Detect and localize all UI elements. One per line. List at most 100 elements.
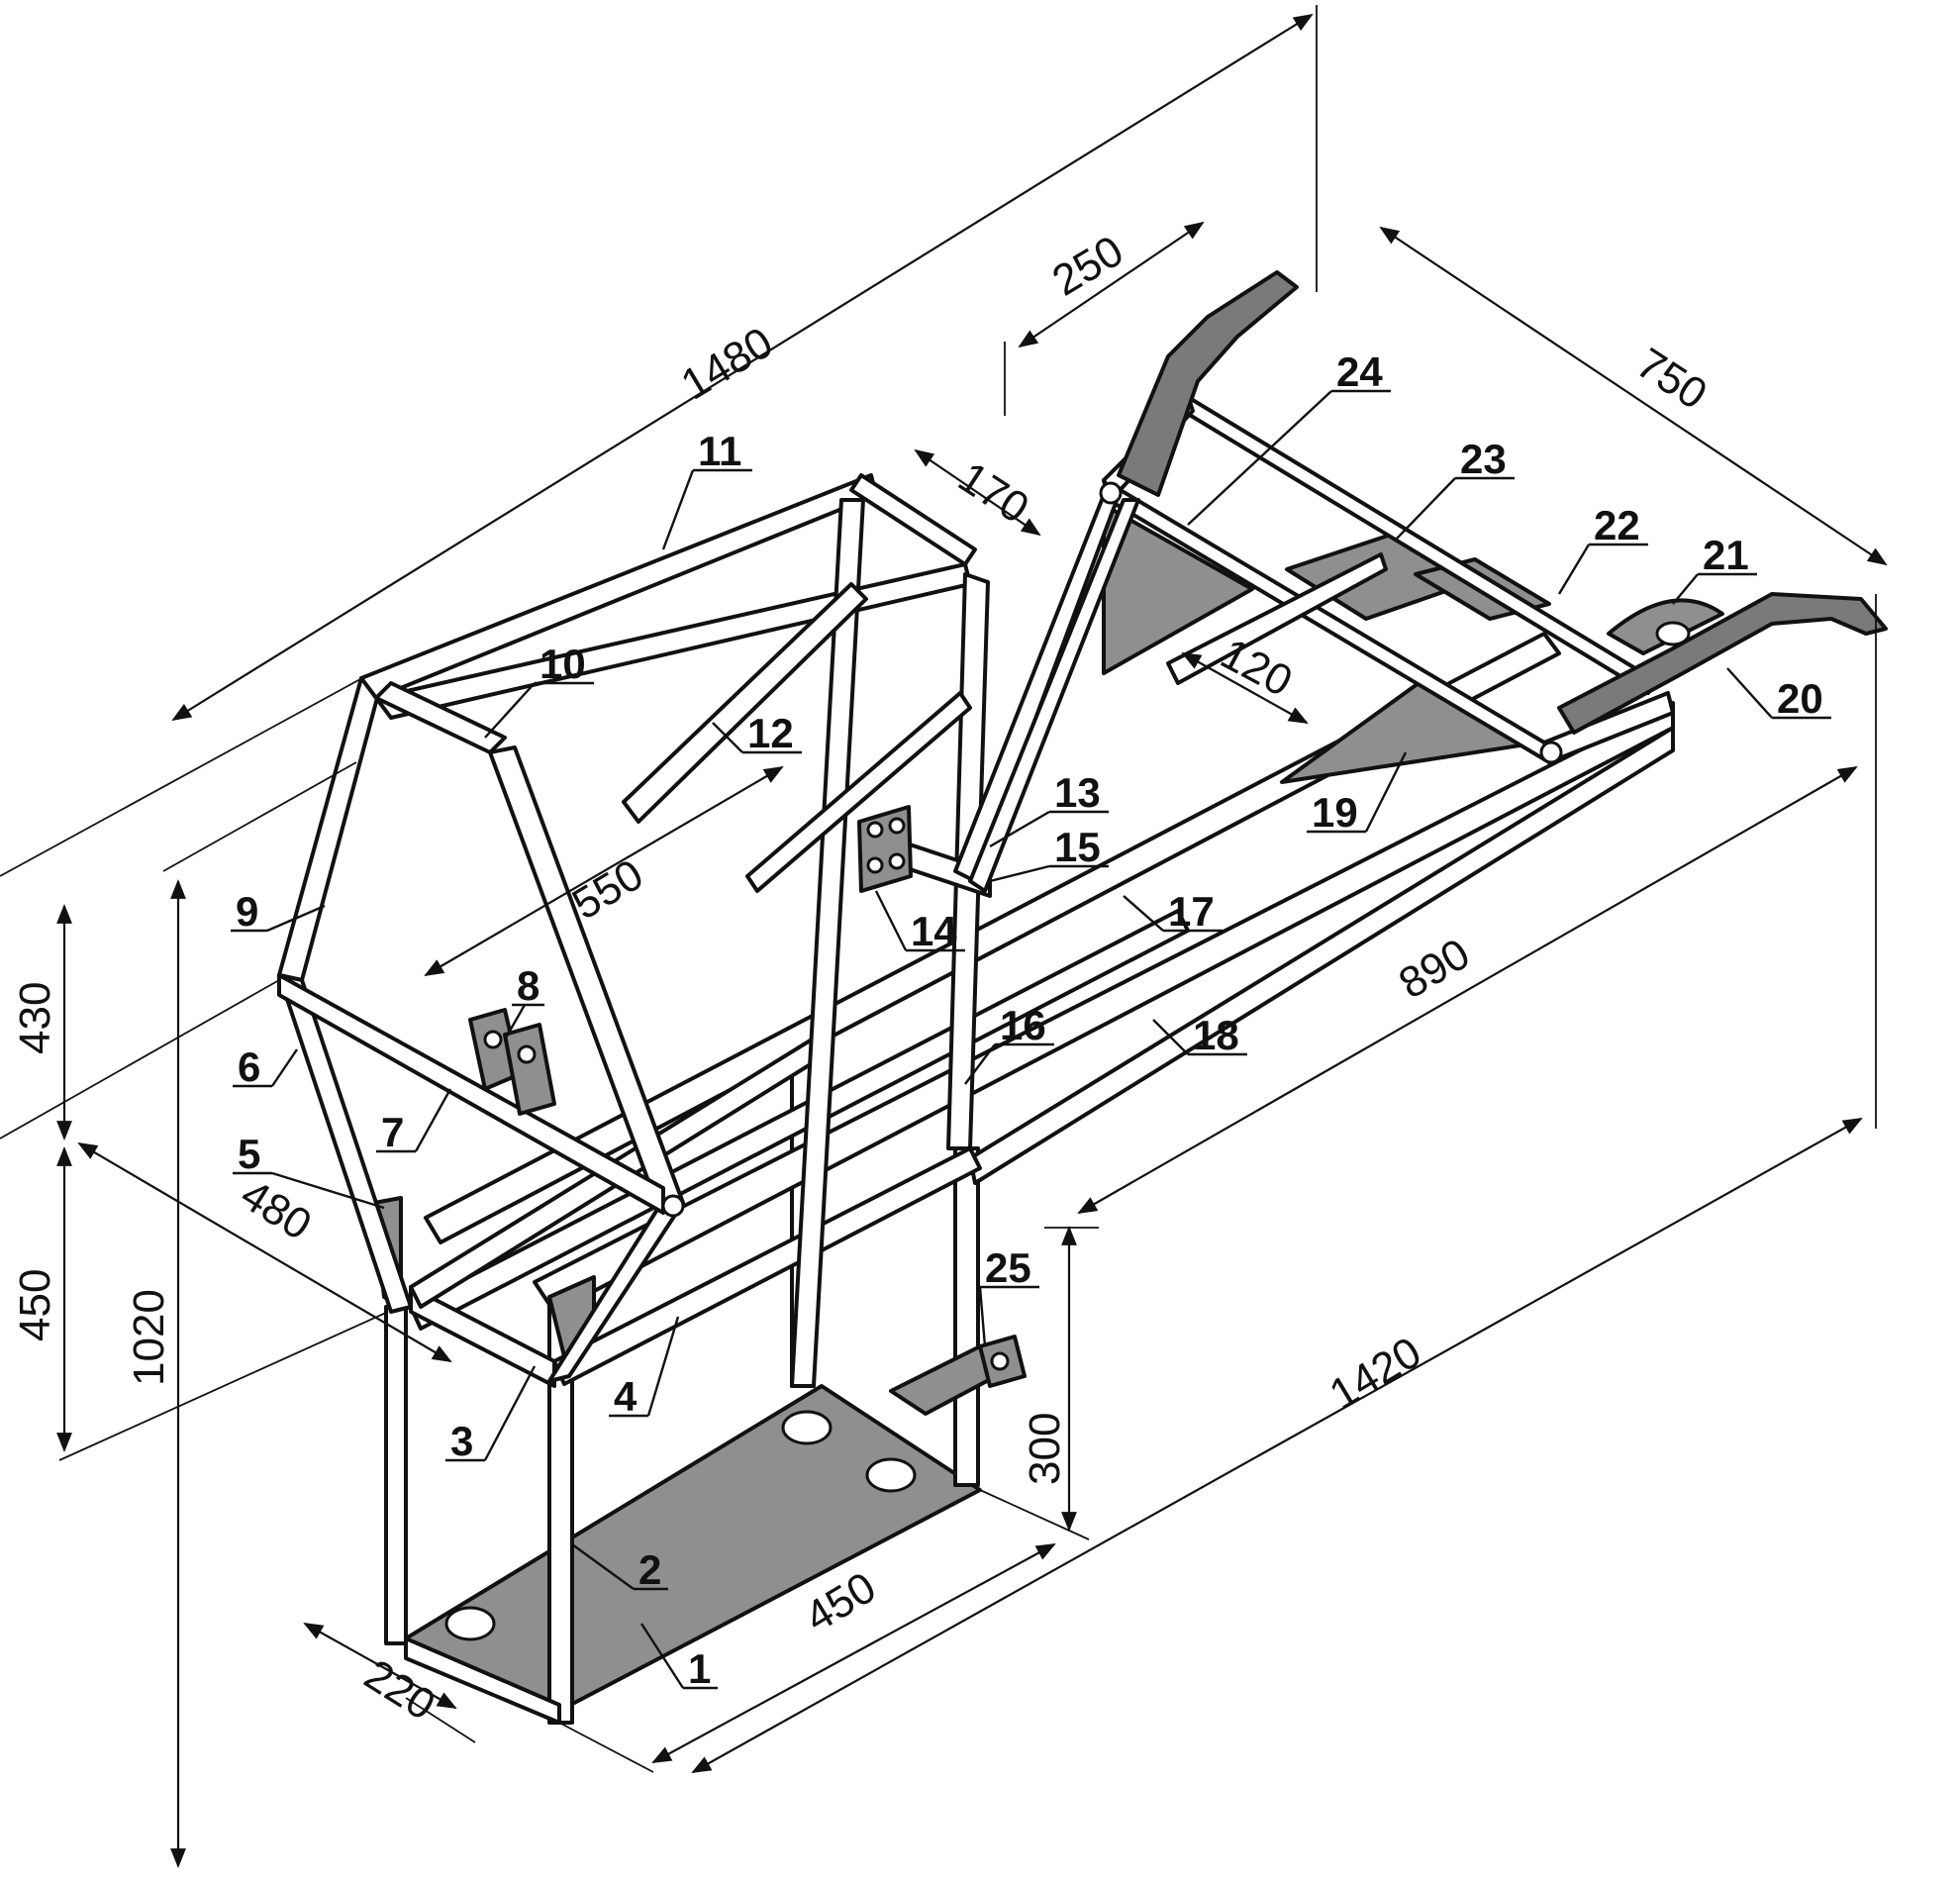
callout-6: 6 bbox=[233, 1043, 298, 1090]
callout-17: 17 bbox=[1123, 888, 1223, 935]
callout-25: 25 bbox=[978, 1244, 1039, 1347]
dim-line bbox=[303, 1623, 457, 1709]
callout-number: 7 bbox=[381, 1109, 404, 1155]
callout-number: 6 bbox=[238, 1043, 260, 1090]
callout-7: 7 bbox=[376, 1088, 452, 1155]
dim-label: 890 bbox=[1391, 930, 1478, 1009]
callout-number: 2 bbox=[638, 1546, 661, 1593]
dim-label: 1480 bbox=[673, 318, 781, 409]
callout-5: 5 bbox=[233, 1131, 385, 1210]
callout-24: 24 bbox=[1187, 348, 1391, 526]
base-plate-hole bbox=[865, 1457, 917, 1493]
callout-3: 3 bbox=[445, 1365, 537, 1464]
dim-label: 1420 bbox=[1322, 1328, 1429, 1419]
callout-number: 13 bbox=[1054, 769, 1101, 816]
callout-19: 19 bbox=[1307, 751, 1408, 836]
base-plate-hole bbox=[444, 1606, 496, 1641]
hinge-hole bbox=[866, 856, 884, 874]
dim-line bbox=[77, 1141, 452, 1363]
callout-10: 10 bbox=[484, 641, 594, 739]
bracket-hole bbox=[483, 1030, 503, 1049]
extension-line bbox=[58, 1311, 389, 1461]
extension-line bbox=[0, 672, 372, 877]
callout-number: 1 bbox=[688, 1645, 711, 1692]
mount-bracket bbox=[503, 1023, 556, 1116]
hinge-hole bbox=[888, 852, 906, 870]
dim-label: 750 bbox=[1628, 339, 1715, 419]
callout-number: 19 bbox=[1312, 789, 1358, 836]
tube-end bbox=[1539, 741, 1563, 764]
callout-number: 23 bbox=[1460, 436, 1507, 482]
extension-line bbox=[162, 761, 357, 872]
hinge-plate bbox=[857, 805, 913, 893]
dim-line bbox=[424, 766, 784, 976]
callout-15: 15 bbox=[989, 824, 1109, 883]
callout-number: 16 bbox=[1000, 1002, 1046, 1048]
base-plate-hole bbox=[781, 1410, 833, 1445]
callout-number: 11 bbox=[698, 428, 741, 474]
callout-8: 8 bbox=[503, 962, 544, 1041]
dim-label: 480 bbox=[233, 1170, 320, 1249]
dim-line bbox=[1181, 652, 1309, 724]
dim-line bbox=[651, 1543, 1056, 1763]
callout-number: 5 bbox=[238, 1131, 260, 1177]
callout-22: 22 bbox=[1557, 502, 1648, 595]
bracket-hole bbox=[990, 1351, 1010, 1371]
callout-21: 21 bbox=[1672, 532, 1757, 605]
axle-hole bbox=[1655, 621, 1691, 646]
extension-line bbox=[405, 1697, 476, 1743]
dim-line bbox=[171, 13, 1314, 722]
callout-9: 9 bbox=[231, 888, 326, 935]
dim-label: 1020 bbox=[125, 1289, 173, 1386]
hinge-hole bbox=[866, 821, 884, 839]
callout-18: 18 bbox=[1152, 1012, 1247, 1058]
callout-16: 16 bbox=[964, 1002, 1054, 1085]
hex-frame-side bbox=[277, 676, 383, 982]
callout-20: 20 bbox=[1726, 667, 1831, 722]
dim-label: 300 bbox=[1021, 1413, 1069, 1485]
bracket-hole bbox=[517, 1044, 537, 1064]
dim-label: 250 bbox=[1044, 227, 1131, 306]
callout-12: 12 bbox=[712, 710, 802, 756]
callout-number: 24 bbox=[1336, 348, 1383, 395]
callout-2: 2 bbox=[571, 1543, 668, 1593]
dim-label: 170 bbox=[950, 452, 1037, 533]
dim-line bbox=[1379, 226, 1888, 566]
callout-number: 21 bbox=[1703, 532, 1749, 578]
dim-line bbox=[914, 448, 1041, 537]
hinge-hole bbox=[888, 817, 906, 835]
lower-frame-post bbox=[953, 1146, 980, 1487]
callout-number: 17 bbox=[1168, 888, 1215, 935]
callout-number: 22 bbox=[1594, 502, 1640, 548]
callout-4: 4 bbox=[609, 1316, 680, 1420]
callout-number: 8 bbox=[517, 962, 539, 1009]
callout-11: 11 bbox=[661, 428, 752, 550]
lower-frame-post bbox=[384, 1305, 408, 1645]
tube-end bbox=[661, 1194, 685, 1218]
callout-1: 1 bbox=[639, 1623, 718, 1692]
extension-line bbox=[558, 1722, 654, 1773]
callout-number: 15 bbox=[1054, 824, 1101, 870]
dim-label: 450 bbox=[11, 1269, 59, 1341]
callout-number: 10 bbox=[539, 641, 586, 687]
handle bbox=[1557, 592, 1888, 735]
callout-23: 23 bbox=[1395, 436, 1515, 541]
callout-number: 14 bbox=[911, 908, 957, 954]
callout-number: 18 bbox=[1193, 1012, 1239, 1058]
callout-14: 14 bbox=[874, 890, 965, 954]
dim-label: 430 bbox=[11, 982, 59, 1054]
callout-number: 12 bbox=[747, 710, 794, 756]
callout-number: 20 bbox=[1777, 675, 1823, 722]
callout-number: 9 bbox=[236, 888, 258, 935]
extension-line bbox=[0, 979, 280, 1140]
callout-number: 4 bbox=[614, 1373, 637, 1420]
callout-13: 13 bbox=[989, 769, 1109, 848]
dim-line bbox=[1018, 221, 1205, 348]
hex-cross-tube bbox=[277, 973, 665, 1215]
longitudinal-beam bbox=[533, 701, 1675, 1314]
tube-end bbox=[1099, 481, 1123, 505]
extension-line bbox=[979, 1489, 1090, 1540]
callout-number: 25 bbox=[985, 1244, 1031, 1291]
callout-number: 3 bbox=[450, 1418, 473, 1464]
